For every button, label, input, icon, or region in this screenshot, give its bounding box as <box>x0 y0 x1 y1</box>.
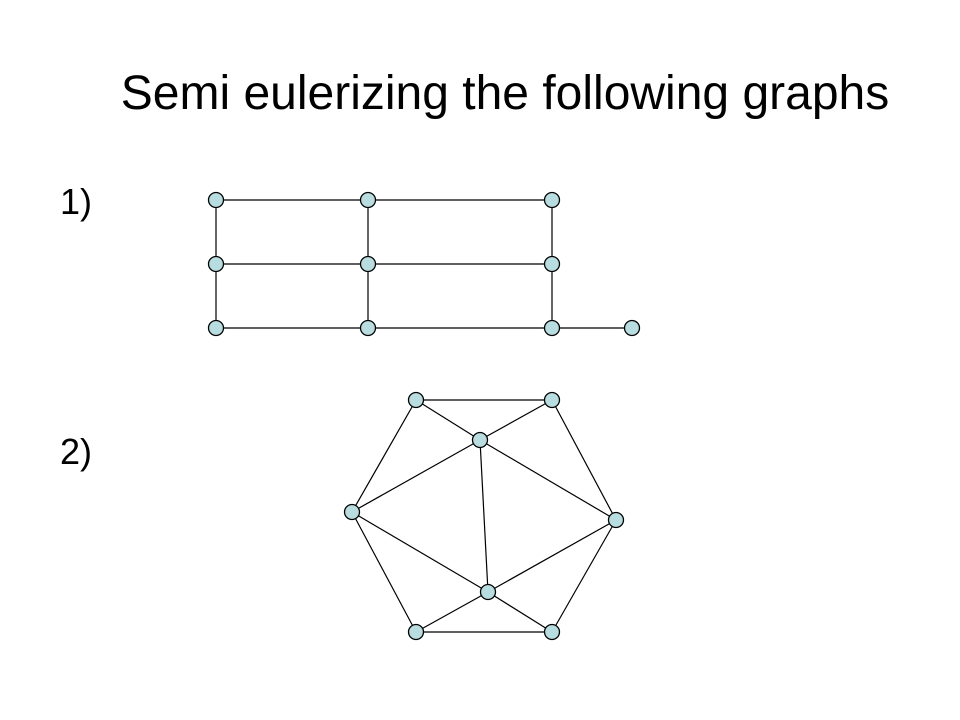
graph-2-vertex-6 <box>471 431 489 449</box>
graph-2-vertex-1 <box>543 391 561 409</box>
graph-2-edge-1 <box>551 399 617 521</box>
graph-2-vertex-4 <box>407 623 425 641</box>
graph-2-edge-13 <box>415 591 489 633</box>
graph-2-vertex-7 <box>479 583 497 601</box>
graph-1-vertex-6 <box>207 319 225 337</box>
graph-2-vertex-3 <box>607 511 625 529</box>
graph-1-vertex-4 <box>359 255 377 273</box>
graph-2-edge-10 <box>479 439 489 593</box>
graph-2-edge-4 <box>351 511 417 633</box>
graph-2-edge-7 <box>479 399 553 441</box>
graph-2-label: 2) <box>60 431 93 472</box>
graph-2-edge-14 <box>487 591 553 633</box>
graph-1-vertex-3 <box>207 255 225 273</box>
graph-1-label: 1) <box>60 181 93 222</box>
graph-2 <box>343 391 625 641</box>
graph-1-vertex-7 <box>359 319 377 337</box>
graph-1 <box>207 191 641 337</box>
graph-1-vertex-1 <box>359 191 377 209</box>
graph-2-edge-6 <box>415 399 481 441</box>
graph-2-vertex-2 <box>343 503 361 521</box>
graph-2-edge-12 <box>487 519 617 593</box>
graph-1-vertex-0 <box>207 191 225 209</box>
graph-2-edge-9 <box>479 439 617 521</box>
graph-1-vertex-9 <box>623 319 641 337</box>
graph-1-vertex-2 <box>543 191 561 209</box>
graph-1-vertex-5 <box>543 255 561 273</box>
graph-2-vertex-5 <box>543 623 561 641</box>
graph-2-vertex-0 <box>407 391 425 409</box>
graph-2-edge-8 <box>351 439 481 513</box>
graph-2-edge-2 <box>551 519 617 633</box>
graph-1-vertex-8 <box>543 319 561 337</box>
slide-title: Semi eulerizing the following graphs <box>120 67 890 120</box>
graph-2-edge-11 <box>351 511 489 593</box>
graph-2-edge-5 <box>351 399 417 513</box>
